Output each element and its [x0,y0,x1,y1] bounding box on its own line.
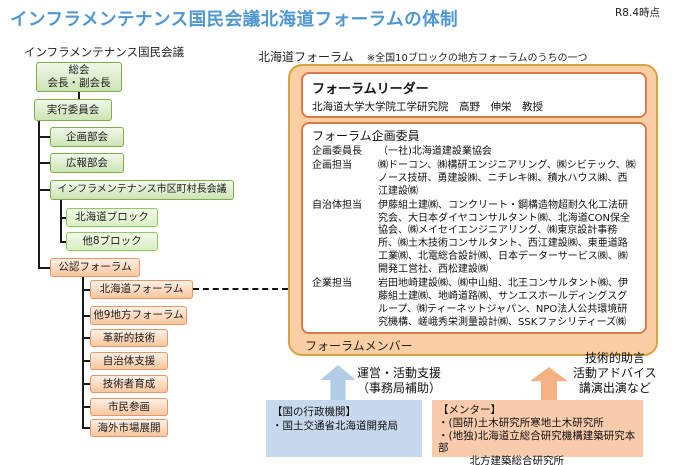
org-node-overseas-market: 海外市場展開 [90,419,168,437]
connector-stub [60,241,66,243]
planning-committee-title: フォーラム企画委員 [312,129,420,143]
left-column-heading: インフラメンテナンス国民会議 [24,45,185,59]
org-node-municipality-support: 自治体支援 [90,352,168,370]
committee-row-label: 企画担当 [312,159,352,171]
connector-stub [60,217,66,219]
committee-row-label: 企業担当 [312,278,352,290]
forum-leader-box: フォーラムリーダー 北海道大学大学院工学研究院 高野 伸栄 教授 [301,72,647,118]
connector-trunk-blocks [60,200,62,242]
government-agency-item: ・国土交通省北海道開発局 [272,420,398,432]
connector-stub [82,427,90,429]
committee-row-planning: 企画担当 ㈱ドーコン、㈱構研エンジニアリング、㈱シビテック、㈱ノース技研、勇建設… [312,160,636,199]
connector-trunk-forums [82,277,84,428]
connector-stub [82,383,90,385]
forum-leader-name: 北海道大学大学院工学研究院 高野 伸栄 教授 [312,101,543,113]
forum-link-dashed-line [193,288,288,290]
connector-stub [38,162,50,164]
org-node-citizen-participation: 市民参画 [90,398,168,416]
committee-row-value: 伊藤組土建㈱、コンクリート・鋼構造物超耐久化工法研究会、大日本ダイヤコンサルタン… [378,199,631,276]
committee-row-value: （一社)北海道建設業協会 [378,146,492,157]
connector-stub [82,315,90,317]
org-node-certified-forum: 公認フォーラム [50,258,140,277]
committee-row-value: ㈱ドーコン、㈱構研エンジニアリング、㈱シビテック、㈱ノース技研、勇建設㈱、ニチレ… [378,159,636,197]
connector-line [78,92,80,99]
government-agency-title: 【国の行政機関】 [272,406,356,418]
right-column-heading: 北海道フォーラム ※全国10ブロックの地方フォーラムのうちの一つ [258,46,588,65]
connector-stub [82,289,90,291]
mentor-title: 【メンター】 [438,404,501,416]
right-heading-note: ※全国10ブロックの地方フォーラムのうちの一つ [366,53,588,64]
connector-stub [82,360,90,362]
forum-leader-title: フォーラムリーダー [312,82,429,97]
org-node-hokkaido-block: 北海道ブロック [66,208,158,227]
mentor-box: 【メンター】 ・(国研)土木研究所寒地土木研究所 ・(地独)北海道立総合研究機構… [432,400,643,465]
connector-trunk-main [38,121,40,268]
committee-row-corporate: 企業担当 岩田地崎建設㈱、㈱中山組、北王コンサルタント㈱、伊藤組土建㈱、地崎道路… [312,278,636,330]
connector-stub [38,267,50,269]
committee-row-value: 岩田地崎建設㈱、㈱中山組、北王コンサルタント㈱、伊藤組土建㈱、地崎道路㈱、サンエ… [378,278,628,328]
mentor-item: ・(地独)北海道立総合研究機構建築研究本部 北方建築総合研究所 [438,429,636,465]
committee-row-chair: 企画委員長 （一社)北海道建設業協会 [312,146,636,159]
connector-stub [38,189,50,191]
org-node-mayors-conference: インフラメンテナンス市区町村長会議 [50,180,234,200]
org-node-other-8-blocks: 他8ブロック [66,232,158,251]
committee-row-label: 自治体担当 [312,199,362,211]
advice-arrow-label: 技術的助言 活動アドバイス 講演出演など [573,351,657,395]
org-node-general-assembly: 総会 会長・副会長 [36,62,122,92]
advice-up-arrow-icon [530,367,568,401]
page-title: インフラメンテナンス国民会議北海道フォーラムの体制 [10,10,459,30]
forum-members-label: フォーラムメンバー [305,339,413,353]
connector-stub [82,406,90,408]
connector-stub [82,337,90,339]
org-node-executive-committee: 実行委員会 [34,99,112,121]
org-node-engineer-training: 技術者育成 [90,375,168,393]
org-node-innovative-tech: 革新的技術 [90,329,168,347]
support-arrow-label: 運営・活動支援 （事務局補助） [357,366,442,395]
support-up-arrow-icon [320,365,356,401]
org-node-other-9-forums: 他9地方フォーラム [90,306,187,325]
org-node-hokkaido-forum: 北海道フォーラム [90,280,193,299]
connector-stub [38,136,50,138]
right-heading-text: 北海道フォーラム [258,50,354,64]
mentor-item: ・(国研)土木研究所寒地土木研究所 [438,416,604,429]
planning-committee-box: フォーラム企画委員 企画委員長 （一社)北海道建設業協会 企画担当 ㈱ドーコン、… [301,122,647,334]
committee-row-label: 企画委員長 [312,146,362,157]
org-node-planning-subcommittee: 企画部会 [50,127,124,147]
date-note: R8.4時点 [615,7,660,19]
org-node-pr-subcommittee: 広報部会 [50,153,124,173]
government-agency-box: 【国の行政機関】 ・国土交通省北海道開発局 [266,400,422,457]
committee-row-municipal: 自治体担当 伊藤組土建㈱、コンクリート・鋼構造物超耐久化工法研究会、大日本ダイヤ… [312,200,636,277]
